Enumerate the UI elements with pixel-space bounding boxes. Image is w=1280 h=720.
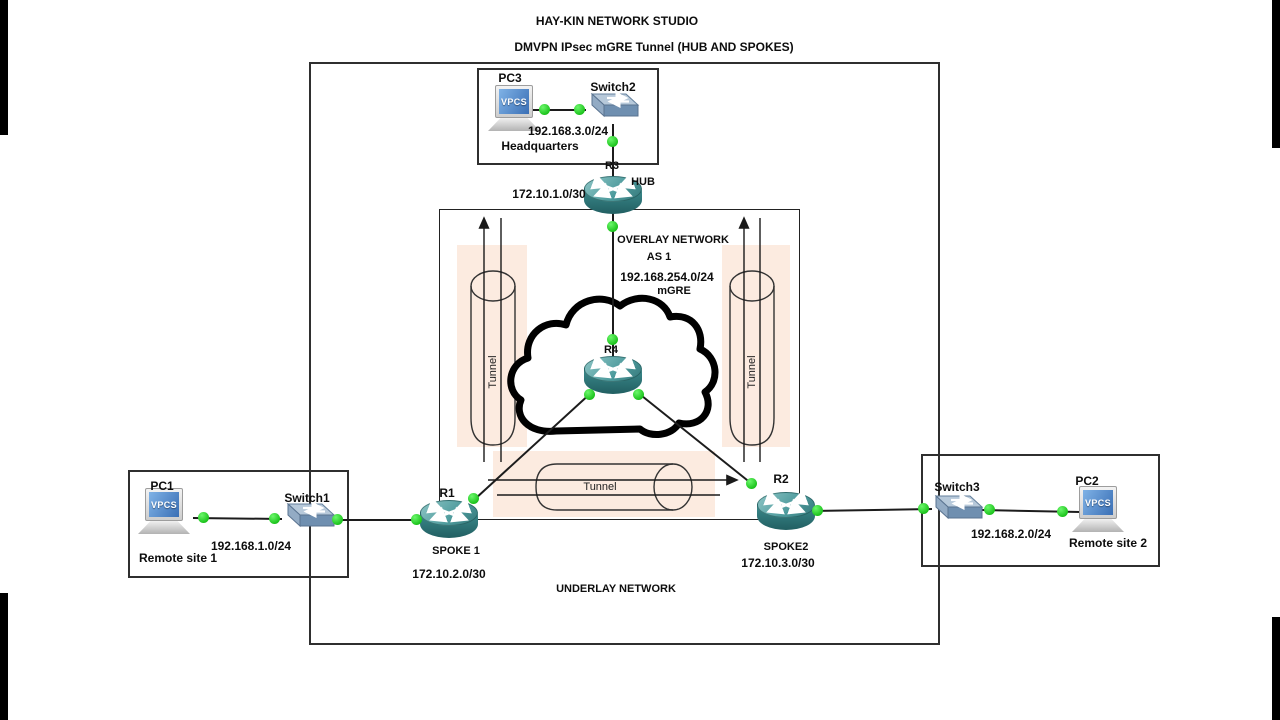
link-status-dot [812,505,823,516]
underlay-network-label: UNDERLAY NETWORK [556,583,676,595]
hub-subnet-label: 172.10.1.0/30 [512,187,586,201]
pc2-node[interactable]: VPCS [1072,486,1124,534]
pc-base-icon [1072,519,1124,532]
link-status-dot [539,104,550,115]
pc-base-icon [488,118,540,131]
link-status-dot [984,504,995,515]
hub-router-node[interactable] [584,176,642,214]
router-arrows-icon [590,176,636,199]
letterbox-bar [1272,617,1280,720]
link-status-dot [746,478,757,489]
vpcs-screen: VPCS [1083,490,1113,515]
link-status-dot [607,136,618,147]
switch-icon [286,501,336,528]
remote-site-2-label: Remote site 2 [1068,536,1148,550]
spoke2-subnet-label: 172.10.3.0/30 [741,556,815,570]
switch3-label: Switch3 [934,480,980,494]
switch-icon [934,493,984,520]
overlay-title-label: OVERLAY NETWORK [617,234,729,246]
switch2-node[interactable] [582,90,640,124]
pc3-label: PC3 [498,71,522,85]
link-status-dot [1057,506,1068,517]
pc2-label: PC2 [1075,474,1099,488]
router-arrows-icon [763,492,809,515]
r1-label: R1 [439,486,455,500]
spoke1-router-node[interactable] [420,500,478,538]
monitor-icon: VPCS [145,488,183,521]
switch1-node[interactable] [278,500,336,534]
letterbox-bar [1272,0,1280,148]
hq-subnet-label: 192.168.3.0/24 [527,124,609,138]
link-status-dot [584,389,595,400]
switch-icon [590,91,640,118]
letterbox-bar [0,593,8,720]
hub-role-label: HUB [631,176,655,188]
pc1-label: PC1 [150,479,174,493]
page-title: HAY-KIN NETWORK STUDIO [535,14,699,28]
r3-label: R3 [604,160,620,172]
cloud-router-node[interactable] [584,356,642,394]
remote2-subnet-label: 192.168.2.0/24 [970,527,1052,541]
diagram-subtitle: DMVPN IPsec mGRE Tunnel (HUB AND SPOKES) [514,40,794,54]
spoke1-subnet-label: 172.10.2.0/30 [412,567,486,581]
underlay-network-box [309,62,940,645]
pc3-node[interactable]: VPCS [488,85,540,133]
tunnel-center-label: Tunnel [583,481,617,493]
overlay-as-label: AS 1 [646,251,672,263]
overlay-subnet-label: 192.168.254.0/24 [620,270,714,284]
monitor-icon: VPCS [495,85,533,118]
switch2-label: Switch2 [590,80,636,94]
spoke2-router-node[interactable] [757,492,815,530]
router-arrows-icon [426,500,472,523]
link-status-dot [332,514,343,525]
link-status-dot [918,503,929,514]
link-status-dot [411,514,422,525]
link-status-dot [269,513,280,524]
headquarters-label: Headquarters [501,139,579,153]
headquarters-box [477,68,659,165]
tunnel-left-label: Tunnel [487,355,499,389]
r4-label: R4 [603,344,619,356]
link-status-dot [633,389,644,400]
r2-label: R2 [773,472,789,486]
monitor-icon: VPCS [1079,486,1117,519]
link-status-dot [607,221,618,232]
overlay-mgre-label: mGRE [657,285,691,297]
spoke2-role-label: SPOKE2 [763,541,809,553]
remote-site-1-box [128,470,349,578]
pc1-node[interactable]: VPCS [138,488,190,536]
router-arrows-icon [590,356,636,379]
spoke1-role-label: SPOKE 1 [432,545,480,557]
switch3-node[interactable] [926,492,984,526]
link-status-dot [198,512,209,523]
tunnel-right-label: Tunnel [746,355,758,389]
vpcs-screen: VPCS [499,89,529,114]
remote-site-1-label: Remote site 1 [138,551,218,565]
link-status-dot [574,104,585,115]
switch1-label: Switch1 [284,491,330,505]
link-status-dot [468,493,479,504]
letterbox-bar [0,0,8,135]
pc-base-icon [138,521,190,534]
remote1-subnet-label: 192.168.1.0/24 [210,539,292,553]
vpcs-screen: VPCS [149,492,179,517]
